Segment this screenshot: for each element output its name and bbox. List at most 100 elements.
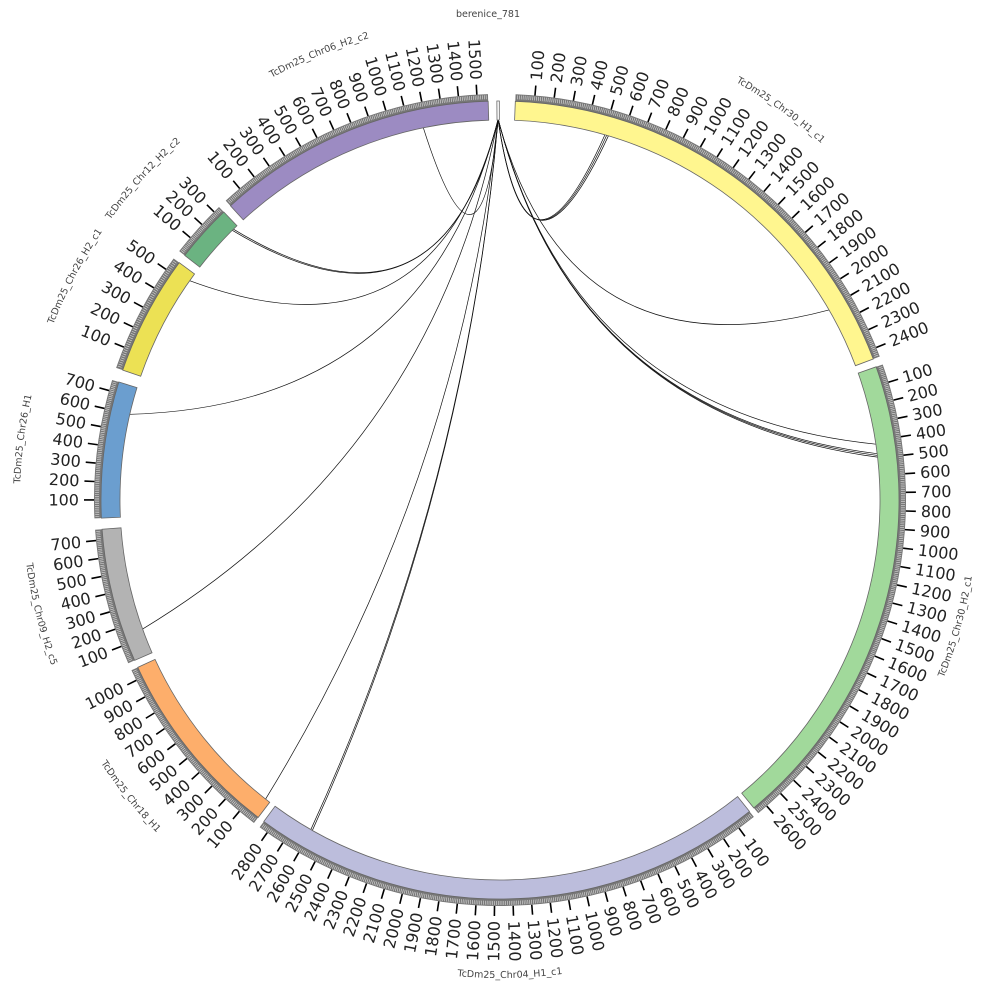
minor-tick: [788, 777, 792, 782]
minor-tick: [682, 139, 685, 144]
minor-tick: [231, 196, 235, 200]
minor-tick: [109, 392, 114, 394]
minor-tick: [212, 214, 216, 219]
minor-tick: [829, 728, 834, 731]
minor-tick: [208, 778, 212, 782]
minor-tick: [247, 813, 250, 817]
sector-block[interactable]: [184, 211, 238, 268]
minor-tick: [160, 278, 165, 282]
minor-tick: [170, 264, 174, 268]
sector-block[interactable]: [101, 527, 153, 661]
major-tick: [327, 869, 333, 880]
minor-tick: [603, 108, 606, 113]
major-tick: [639, 880, 645, 891]
minor-tick: [740, 820, 744, 825]
minor-tick: [289, 842, 292, 847]
minor-tick: [368, 879, 371, 884]
major-tick: [553, 87, 557, 98]
minor-tick: [340, 868, 343, 873]
minor-tick: [885, 389, 890, 391]
sector-block[interactable]: [263, 796, 751, 900]
major-tick: [866, 672, 877, 679]
sector-block[interactable]: [496, 100, 500, 121]
tick-label: 1700: [442, 918, 465, 960]
major-tick: [805, 765, 815, 774]
minor-tick: [629, 116, 632, 121]
major-tick: [88, 557, 99, 561]
minor-tick: [680, 857, 684, 862]
sector-block[interactable]: [137, 658, 271, 818]
minor-tick: [416, 103, 418, 108]
minor-tick: [121, 642, 126, 645]
minor-tick: [104, 413, 109, 416]
minor-tick: [125, 345, 130, 348]
minor-tick: [118, 635, 123, 638]
minor-tick: [825, 263, 829, 266]
sector-block[interactable]: [122, 262, 196, 377]
major-tick: [166, 743, 176, 751]
tick-label: 400: [51, 429, 84, 452]
minor-tick: [857, 315, 861, 319]
major-tick: [91, 575, 102, 580]
minor-tick: [600, 107, 602, 112]
minor-tick: [362, 118, 365, 123]
minor-tick: [592, 106, 595, 111]
minor-tick: [647, 123, 650, 128]
minor-tick: [768, 797, 772, 801]
minor-tick: [836, 279, 840, 282]
minor-tick: [756, 808, 760, 812]
minor-tick: [338, 128, 341, 133]
minor-tick: [133, 669, 137, 672]
minor-tick: [883, 380, 888, 383]
minor-tick: [366, 878, 369, 883]
minor-tick: [753, 185, 757, 190]
major-tick: [875, 342, 886, 349]
minor-tick: [100, 566, 105, 568]
minor-tick: [609, 110, 612, 115]
major-tick: [690, 857, 698, 868]
minor-tick: [654, 869, 657, 874]
minor-tick: [229, 798, 234, 803]
minor-tick: [776, 789, 781, 793]
minor-tick: [340, 127, 343, 132]
sector-block[interactable]: [229, 100, 490, 221]
minor-tick: [870, 652, 875, 655]
minor-tick: [136, 676, 141, 679]
minor-tick: [842, 708, 847, 711]
major-tick: [262, 157, 270, 167]
link-chord: [498, 119, 878, 458]
minor-tick: [187, 241, 191, 246]
minor-tick: [780, 785, 785, 790]
minor-tick: [863, 328, 867, 331]
major-tick: [896, 584, 907, 588]
major-tick: [738, 827, 746, 837]
minor-tick: [116, 629, 121, 631]
minor-tick: [889, 405, 894, 408]
minor-tick: [776, 206, 780, 210]
sector-block[interactable]: [514, 100, 874, 367]
major-tick: [260, 832, 268, 842]
minor-tick: [832, 723, 837, 727]
tick-label: 200: [547, 51, 570, 84]
minor-tick: [215, 211, 219, 215]
minor-tick: [870, 345, 875, 348]
minor-tick: [644, 122, 647, 126]
sector-berenice-781: berenice_781: [456, 9, 520, 121]
minor-tick: [827, 266, 832, 270]
minor-tick: [191, 759, 195, 763]
sector-block[interactable]: [100, 381, 138, 519]
minor-tick: [107, 599, 112, 602]
minor-tick: [378, 113, 381, 118]
minor-tick: [834, 720, 839, 724]
minor-tick: [354, 121, 357, 126]
minor-tick: [636, 876, 639, 881]
minor-tick: [810, 243, 814, 247]
minor-tick: [631, 117, 634, 122]
sector-block[interactable]: [741, 366, 900, 809]
minor-tick: [399, 107, 402, 112]
minor-tick: [321, 860, 325, 865]
minor-tick: [695, 849, 699, 854]
minor-tick: [571, 894, 573, 899]
minor-tick: [216, 209, 221, 214]
minor-tick: [754, 187, 758, 191]
